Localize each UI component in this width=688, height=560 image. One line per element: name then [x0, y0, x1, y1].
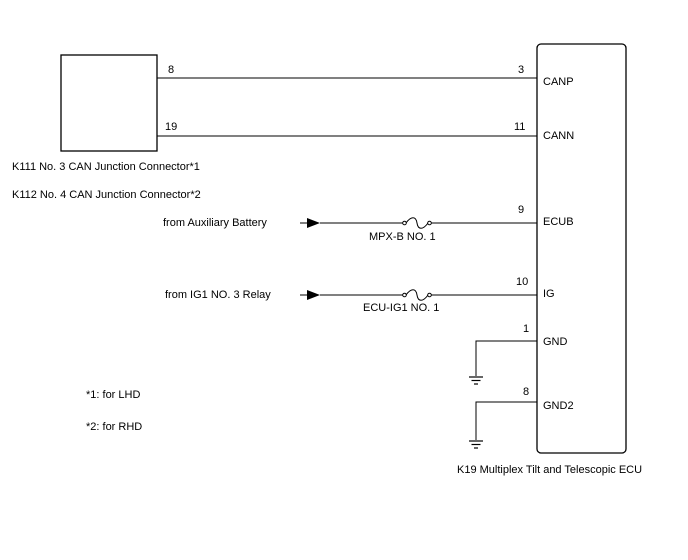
- ecub-fuse-icon: [402, 217, 432, 229]
- ig-terminal: IG: [543, 288, 555, 300]
- junction-connector-label-k112: K112 No. 4 CAN Junction Connector*2: [12, 189, 201, 201]
- canp-terminal: CANP: [543, 76, 574, 88]
- ecu-box: [536, 43, 627, 454]
- gnd-terminal: GND: [543, 336, 568, 348]
- gnd-wire: [475, 340, 537, 376]
- gnd-ecu-pin: 1: [523, 323, 529, 335]
- gnd2-ground-icon: [469, 440, 483, 449]
- gnd2-terminal: GND2: [543, 400, 574, 412]
- ig-fuse-label: ECU-IG1 NO. 1: [363, 302, 439, 314]
- canp-left-pin: 8: [168, 64, 174, 76]
- ig-source-label: from IG1 NO. 3 Relay: [165, 289, 271, 301]
- ecub-fuse-label: MPX-B NO. 1: [369, 231, 436, 243]
- canp-ecu-pin: 3: [518, 64, 524, 76]
- note-rhd: *2: for RHD: [86, 421, 142, 433]
- junction-connector-label-k111: K111 No. 3 CAN Junction Connector*1: [12, 161, 200, 173]
- ig-fuse-icon: [402, 289, 432, 301]
- cann-left-pin: 19: [165, 121, 177, 133]
- cann-terminal: CANN: [543, 130, 574, 142]
- note-lhd: *1: for LHD: [86, 389, 140, 401]
- ecub-source-label: from Auxiliary Battery: [163, 217, 267, 229]
- ecu-label: K19 Multiplex Tilt and Telescopic ECU: [457, 464, 642, 476]
- gnd2-ecu-pin: 8: [523, 386, 529, 398]
- gnd2-wire: [475, 401, 537, 440]
- gnd-ground-icon: [469, 376, 483, 385]
- ecub-terminal: ECUB: [543, 216, 574, 228]
- ecub-ecu-pin: 9: [518, 204, 524, 216]
- ig-ecu-pin: 10: [516, 276, 528, 288]
- ig-arrow-icon: [300, 290, 320, 300]
- cann-ecu-pin: 11: [514, 121, 525, 133]
- ecub-arrow-icon: [300, 218, 320, 228]
- junction-connector-box: [60, 54, 158, 152]
